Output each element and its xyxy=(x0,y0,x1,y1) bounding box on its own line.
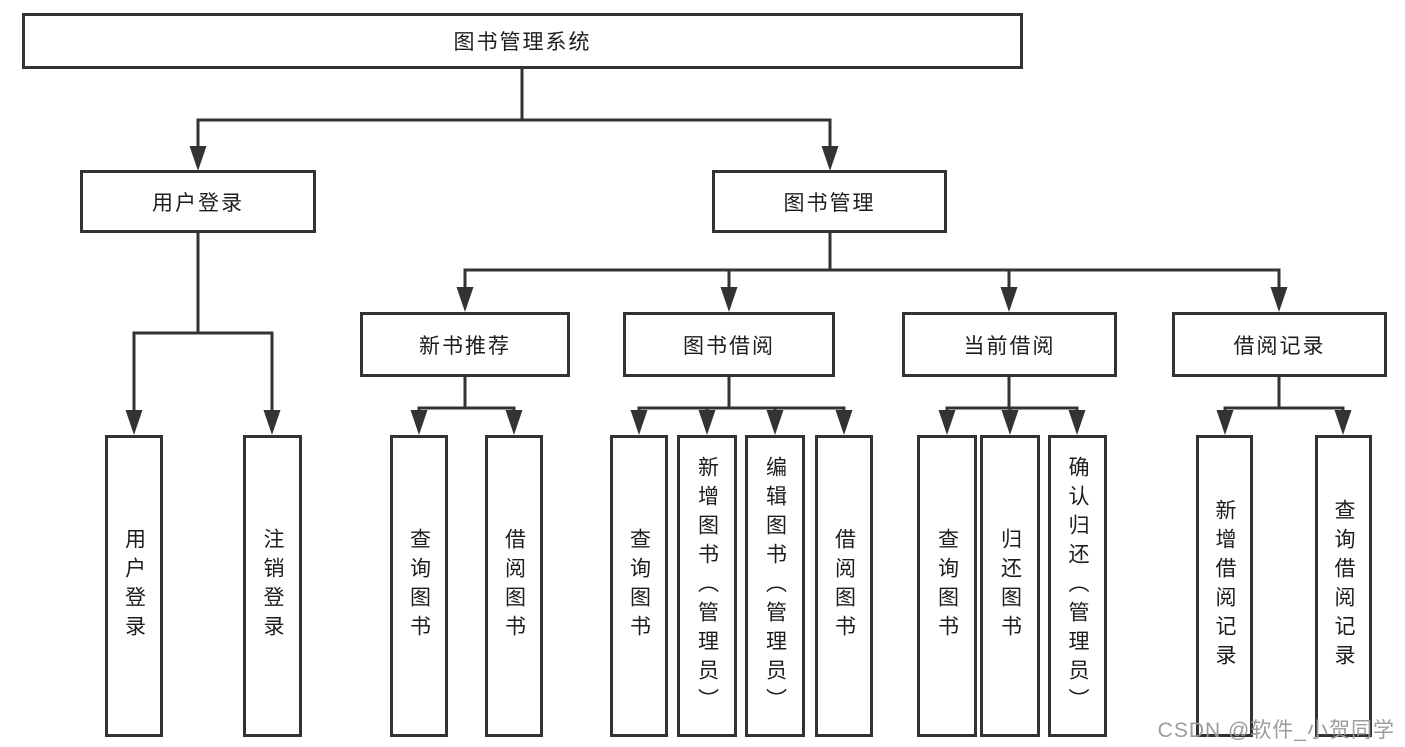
leaf-query-books-current: 查询图书 xyxy=(917,435,977,737)
node-book-borrowing: 图书借阅 xyxy=(623,312,835,377)
node-borrowing-records: 借阅记录 xyxy=(1172,312,1387,377)
leaf-edit-books-admin: 编辑图书（管理员） xyxy=(745,435,805,737)
connector-root-to-level2 xyxy=(189,68,839,171)
leaf-query-books-borrowing: 查询图书 xyxy=(610,435,668,737)
connector-new-book-branch xyxy=(410,377,523,435)
csdn-watermark: CSDN @软件_小贺同学 xyxy=(1157,719,1395,742)
connector-book-management-branch xyxy=(456,233,1288,312)
node-new-book-recommendation: 新书推荐 xyxy=(360,312,570,377)
leaf-query-borrow-record: 查询借阅记录 xyxy=(1315,435,1372,737)
node-library-management-system: 图书管理系统 xyxy=(22,13,1023,69)
leaf-confirm-return-admin: 确认归还（管理员） xyxy=(1048,435,1107,737)
connector-borrowing-records-branch xyxy=(1216,377,1352,435)
leaf-add-borrow-record: 新增借阅记录 xyxy=(1196,435,1253,737)
node-user-login: 用户登录 xyxy=(80,170,316,233)
leaf-borrow-books-borrowing: 借阅图书 xyxy=(815,435,873,737)
leaf-borrow-books-newbook: 借阅图书 xyxy=(485,435,543,737)
connector-current-borrowing-branch xyxy=(938,377,1086,435)
leaf-add-books-admin: 新增图书（管理员） xyxy=(677,435,737,737)
leaf-logout: 注销登录 xyxy=(243,435,302,737)
connector-book-borrowing-branch xyxy=(630,377,853,435)
leaf-query-books-newbook: 查询图书 xyxy=(390,435,448,737)
leaf-return-books: 归还图书 xyxy=(980,435,1040,737)
node-current-borrowing: 当前借阅 xyxy=(902,312,1117,377)
connector-user-login-branch xyxy=(125,233,281,435)
leaf-user-login: 用户登录 xyxy=(105,435,163,737)
node-book-management: 图书管理 xyxy=(712,170,947,233)
